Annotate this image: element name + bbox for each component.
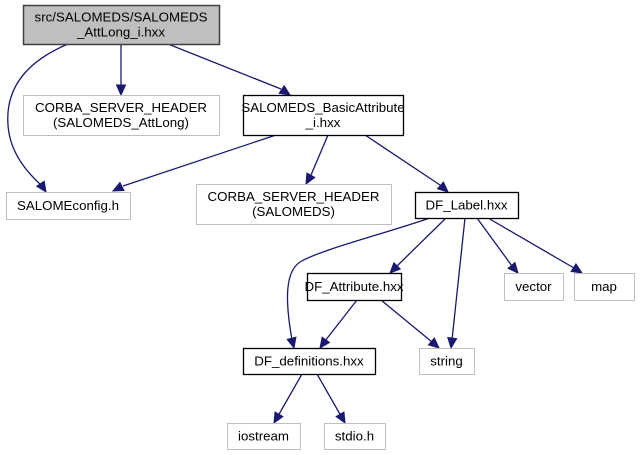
edge-line xyxy=(324,299,358,342)
edge-dflabel-to-string xyxy=(447,217,466,350)
edge-line xyxy=(396,217,447,267)
node-box xyxy=(227,423,301,450)
node-vector: vector xyxy=(504,273,564,301)
arrowhead-icon xyxy=(273,411,284,425)
arrowhead-icon xyxy=(115,84,127,97)
edge-dfattr-to-dfdefs xyxy=(319,299,358,349)
node-label: DF_Label.hxx xyxy=(425,198,507,213)
node-dflabel[interactable]: DF_Label.hxx xyxy=(414,191,520,220)
node-label: SALOMEDS_BasicAttribute xyxy=(241,100,404,115)
edge-root-to-salomeconfig xyxy=(7,43,69,194)
node-label: string xyxy=(430,354,463,369)
node-label: SALOMEconfig.h xyxy=(17,198,119,213)
node-label: DF_definitions.hxx xyxy=(254,354,364,369)
edge-line xyxy=(380,299,433,343)
edge-line xyxy=(451,217,466,341)
arrowhead-icon xyxy=(507,261,519,274)
edge-line xyxy=(286,217,431,341)
node-corba2: CORBA_SERVER_HEADER(SALOMEDS) xyxy=(196,184,392,225)
node-box xyxy=(324,423,386,450)
arrowhead-icon xyxy=(427,337,440,349)
node-label: (SALOMEDS_AttLong) xyxy=(53,115,189,130)
node-box xyxy=(6,192,131,220)
node-box xyxy=(574,273,635,301)
edge-basic-to-corba2 xyxy=(305,134,329,186)
edge-line xyxy=(476,217,513,267)
arrowhead-icon xyxy=(278,84,292,96)
edge-line xyxy=(122,134,277,187)
node-box xyxy=(242,94,405,137)
arrowhead-icon xyxy=(570,262,584,274)
node-label: CORBA_SERVER_HEADER xyxy=(208,189,380,204)
node-iostream: iostream xyxy=(227,423,301,450)
node-box xyxy=(22,4,221,46)
node-string: string xyxy=(419,348,475,375)
node-map: map xyxy=(574,273,635,301)
node-box xyxy=(306,272,403,302)
node-label: _i.hxx xyxy=(305,115,341,130)
node-box xyxy=(414,191,520,220)
arrowhead-icon xyxy=(335,411,346,425)
node-salomeconfig: SALOMEconfig.h xyxy=(6,192,131,220)
edge-dflabel-to-map xyxy=(487,217,584,274)
node-label: vector xyxy=(515,279,552,294)
node-basic[interactable]: SALOMEDS_BasicAttribute_i.hxx xyxy=(241,94,405,137)
edge-root-to-basic xyxy=(167,43,292,96)
edge-line xyxy=(316,373,342,417)
arrowhead-icon xyxy=(319,336,331,349)
node-label: DF_Attribute.hxx xyxy=(304,279,403,294)
node-dfdefs[interactable]: DF_definitions.hxx xyxy=(242,347,377,376)
node-label: (SALOMEDS) xyxy=(252,204,335,219)
edge-basic-to-dflabel xyxy=(364,134,449,193)
edge-dfdefs-to-stdio xyxy=(316,373,346,425)
arrowhead-icon xyxy=(286,336,297,350)
arrowhead-icon xyxy=(111,181,125,192)
arrowhead-icon xyxy=(35,180,47,194)
edge-dflabel-to-dfdefs xyxy=(286,217,431,350)
node-dfattr[interactable]: DF_Attribute.hxx xyxy=(304,272,404,302)
edge-dfdefs-to-iostream xyxy=(273,373,303,425)
node-box xyxy=(23,95,220,136)
node-root[interactable]: src/SALOMEDS/SALOMEDS_AttLong_i.hxx xyxy=(22,4,221,46)
node-label: CORBA_SERVER_HEADER xyxy=(35,100,207,115)
arrowhead-icon xyxy=(305,172,316,186)
node-label: iostream xyxy=(238,429,289,444)
node-label: _AttLong_i.hxx xyxy=(76,25,165,40)
edge-line xyxy=(310,134,329,176)
edge-line xyxy=(487,217,575,269)
edge-root-to-corba1 xyxy=(115,44,127,97)
edge-dflabel-to-vector xyxy=(476,217,519,274)
nodes-layer: src/SALOMEDS/SALOMEDS_AttLong_i.hxxCORBA… xyxy=(6,4,635,450)
arrowhead-icon xyxy=(447,336,458,350)
edge-line xyxy=(364,134,441,186)
edge-line xyxy=(167,43,282,90)
edges-layer xyxy=(7,43,584,425)
edge-line xyxy=(7,43,69,187)
node-corba1: CORBA_SERVER_HEADER(SALOMEDS_AttLong) xyxy=(23,95,220,136)
node-stdio: stdio.h xyxy=(324,423,386,450)
node-box xyxy=(504,273,564,301)
arrowhead-icon xyxy=(389,261,402,274)
node-box xyxy=(242,347,377,376)
node-box xyxy=(196,184,392,225)
edge-dflabel-to-dfattr xyxy=(389,217,447,274)
node-label: src/SALOMEDS/SALOMEDS xyxy=(35,10,208,25)
node-label: map xyxy=(591,279,617,294)
edge-dfattr-to-string xyxy=(380,299,440,349)
edge-basic-to-salomeconfig xyxy=(111,134,277,192)
node-label: stdio.h xyxy=(335,429,374,444)
edge-line xyxy=(277,373,303,417)
arrowhead-icon xyxy=(436,181,449,193)
node-box xyxy=(419,348,475,375)
